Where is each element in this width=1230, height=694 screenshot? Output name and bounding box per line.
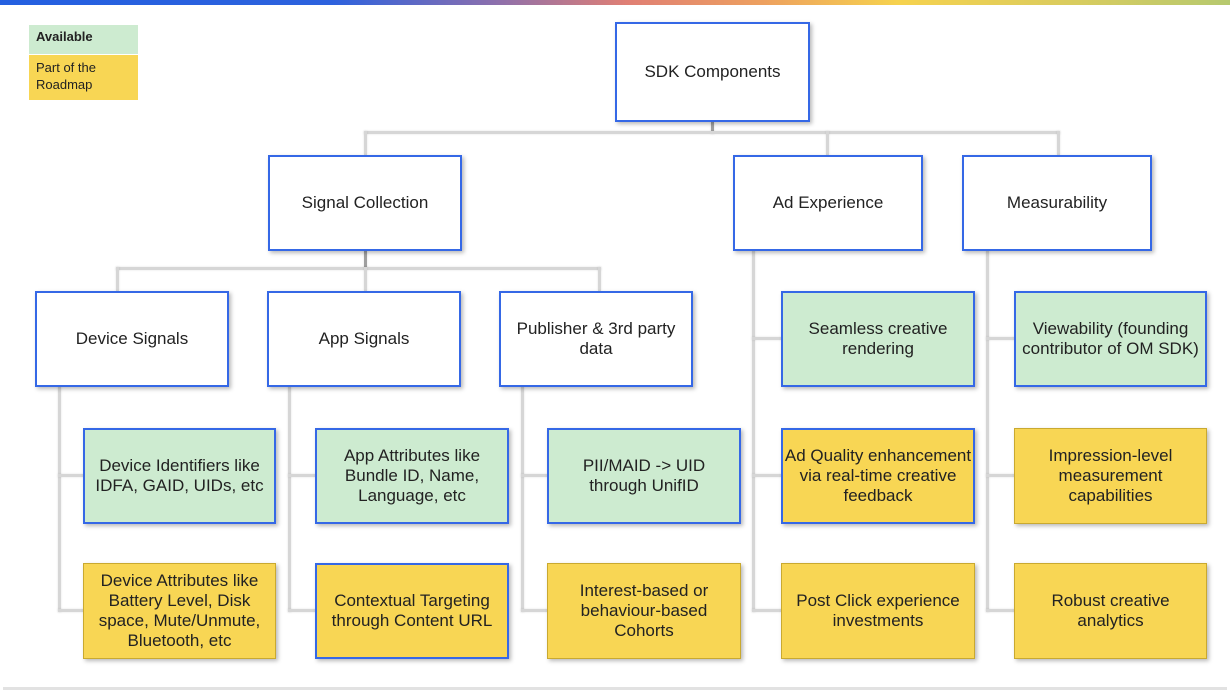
node-label: Interest-based or behaviour-based Cohort… [579,581,709,640]
node-label: Publisher & 3rd party data [516,319,676,358]
node-label: Measurability [1006,193,1108,212]
node-seamless-rendering: Seamless creative rendering [781,291,975,387]
branch-pii-maid [521,474,548,477]
node-impression-level: Impression-level measurement capabilitie… [1014,428,1207,524]
node-robust-analytics: Robust creative analytics [1014,563,1207,659]
node-label: Ad Quality enhancement via real-time cre… [784,446,972,505]
rail-device-signals [58,386,61,612]
node-label: Seamless creative rendering [808,319,948,358]
rail-publisher-data [521,386,524,612]
branch-viewability [986,337,1015,340]
node-label: Impression-level measurement capabilitie… [1048,446,1173,505]
branch-interest-cohorts [521,609,548,612]
branch-app-attributes [288,474,316,477]
connector-to-app-signals [364,267,367,291]
legend-roadmap: Part of the Roadmap [29,55,138,100]
node-measurability: Measurability [962,155,1152,251]
node-label: PII/MAID -> UID through UnifID [582,456,706,495]
connector-to-signal-collection [364,131,367,155]
branch-device-identifiers [58,474,84,477]
connector-signal-stem [364,250,367,268]
node-label: SDK Components [644,62,781,81]
node-device-identifiers: Device Identifiers like IDFA, GAID, UIDs… [83,428,276,524]
node-publisher-data: Publisher & 3rd party data [499,291,693,387]
node-label: App Attributes like Bundle ID, Name, Lan… [343,446,481,505]
node-viewability: Viewability (founding contributor of OM … [1014,291,1207,387]
connector-root-stem [711,122,714,134]
node-interest-cohorts: Interest-based or behaviour-based Cohort… [547,563,741,659]
connector-to-measurability [1057,131,1060,155]
connector-signal-bus [116,267,601,270]
node-post-click: Post Click experience investments [781,563,975,659]
node-app-attributes: App Attributes like Bundle ID, Name, Lan… [315,428,509,524]
node-label: Robust creative analytics [1051,591,1170,630]
connector-to-publisher-data [598,267,601,291]
node-contextual-targeting: Contextual Targeting through Content URL [315,563,509,659]
connector-root-bus [364,131,1060,134]
legend-roadmap-label: Part of the Roadmap [36,60,96,92]
node-label: Device Attributes like Battery Level, Di… [98,571,261,650]
branch-ad-quality [752,474,782,477]
legend-available-label: Available [36,29,93,44]
node-device-signals: Device Signals [35,291,229,387]
rail-ad-experience [752,250,755,612]
node-label: Ad Experience [772,193,884,212]
node-label: Signal Collection [301,193,429,212]
node-app-signals: App Signals [267,291,461,387]
node-pii-maid: PII/MAID -> UID through UnifID [547,428,741,524]
node-sdk-components: SDK Components [615,22,810,122]
top-gradient-banner [0,0,1230,5]
rail-app-signals [288,386,291,612]
node-device-attributes: Device Attributes like Battery Level, Di… [83,563,276,659]
branch-seamless-rendering [752,337,782,340]
node-ad-experience: Ad Experience [733,155,923,251]
branch-post-click [752,609,782,612]
connector-to-device-signals [116,267,119,291]
node-label: Viewability (founding contributor of OM … [1022,319,1199,358]
branch-device-attributes [58,609,84,612]
branch-contextual-targeting [288,609,316,612]
node-label: Device Signals [75,329,189,348]
node-label: Device Identifiers like IDFA, GAID, UIDs… [95,456,264,495]
branch-robust-analytics [986,609,1015,612]
node-signal-collection: Signal Collection [268,155,462,251]
connector-to-ad-experience [826,131,829,155]
legend-available: Available [29,25,138,54]
rail-measurability [986,250,989,612]
node-ad-quality: Ad Quality enhancement via real-time cre… [781,428,975,524]
node-label: Post Click experience investments [796,591,960,630]
branch-impression-level [986,474,1015,477]
node-label: App Signals [318,329,410,348]
bottom-divider [3,687,1227,690]
node-label: Contextual Targeting through Content URL [331,591,493,630]
